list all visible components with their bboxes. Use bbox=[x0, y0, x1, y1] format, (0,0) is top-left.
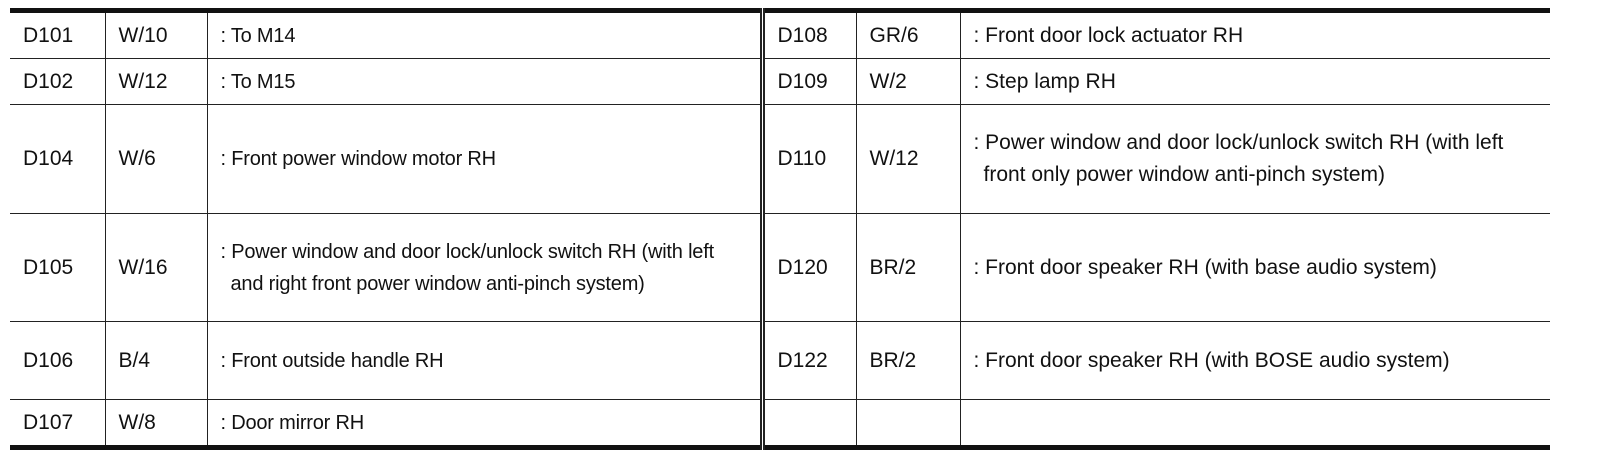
connector-type: W/8 bbox=[104, 399, 208, 448]
connector-description: : Power window and door lock/unlock swit… bbox=[206, 213, 765, 322]
connector-description: : Front door lock actuator RH bbox=[959, 10, 1550, 59]
connector-description: : Front door speaker RH (with BOSE audio… bbox=[959, 321, 1550, 400]
connector-code: D106 bbox=[10, 321, 106, 400]
connector-code: D104 bbox=[10, 104, 106, 214]
connector-description-text: : Power window and door lock/unlock swit… bbox=[973, 131, 1504, 186]
connector-type: W/10 bbox=[104, 10, 208, 59]
connector-description-text: : To M14 bbox=[220, 24, 296, 47]
connector-code: D109 bbox=[761, 58, 857, 105]
connector-type: W/2 bbox=[855, 58, 961, 105]
connector-description-text: : Front door lock actuator RH bbox=[973, 23, 1244, 47]
connector-type: BR/2 bbox=[855, 213, 961, 322]
connector-table: D101 W/10 : To M14 D108 GR/6 : Front doo… bbox=[10, 8, 1550, 450]
connector-type bbox=[855, 399, 961, 448]
connector-description: : Step lamp RH bbox=[959, 58, 1550, 105]
connector-description-text: : Front door speaker RH (with base audio… bbox=[973, 255, 1437, 279]
connector-table-frame: D101 W/10 : To M14 D108 GR/6 : Front doo… bbox=[10, 8, 1550, 450]
connector-description: : Power window and door lock/unlock swit… bbox=[959, 104, 1550, 214]
connector-description: : Front power window motor RH bbox=[206, 104, 765, 214]
connector-code: D101 bbox=[10, 10, 106, 59]
connector-description-text: : To M15 bbox=[220, 70, 296, 93]
connector-code: D108 bbox=[761, 10, 857, 59]
connector-description: : To M15 bbox=[206, 58, 765, 105]
connector-description-text: : Front power window motor RH bbox=[220, 148, 497, 170]
table-row: D107 W/8 : Door mirror RH bbox=[10, 399, 1550, 448]
table-row: D105 W/16 : Power window and door lock/u… bbox=[10, 213, 1550, 322]
connector-description: : To M14 bbox=[206, 10, 765, 59]
connector-type: GR/6 bbox=[855, 10, 961, 59]
connector-description-text: : Front door speaker RH (with BOSE audio… bbox=[973, 348, 1450, 372]
connector-code bbox=[761, 399, 857, 448]
connector-type: BR/2 bbox=[855, 321, 961, 400]
connector-code: D120 bbox=[761, 213, 857, 322]
connector-code: D107 bbox=[10, 399, 106, 448]
table-row: D104 W/6 : Front power window motor RH D… bbox=[10, 104, 1550, 214]
connector-type: W/6 bbox=[104, 104, 208, 214]
connector-code: D122 bbox=[761, 321, 857, 400]
connector-code: D110 bbox=[761, 104, 857, 214]
connector-type: B/4 bbox=[104, 321, 208, 400]
table-row: D101 W/10 : To M14 D108 GR/6 : Front doo… bbox=[10, 10, 1550, 59]
connector-type: W/12 bbox=[104, 58, 208, 105]
connector-description-text: : Step lamp RH bbox=[973, 69, 1116, 93]
connector-code: D102 bbox=[10, 58, 106, 105]
table-row: D106 B/4 : Front outside handle RH D122 … bbox=[10, 321, 1550, 400]
connector-description-text: : Front outside handle RH bbox=[220, 349, 444, 372]
connector-description-text: : Power window and door lock/unlock swit… bbox=[220, 240, 715, 295]
connector-type: W/12 bbox=[855, 104, 961, 214]
connector-description: : Front door speaker RH (with base audio… bbox=[959, 213, 1550, 322]
connector-type: W/16 bbox=[104, 213, 208, 322]
table-row: D102 W/12 : To M15 D109 W/2 : Step lamp … bbox=[10, 58, 1550, 105]
connector-description: : Door mirror RH bbox=[206, 399, 765, 448]
connector-description: : Front outside handle RH bbox=[206, 321, 765, 400]
connector-description bbox=[959, 399, 1550, 448]
connector-description-text: : Door mirror RH bbox=[220, 411, 365, 434]
connector-code: D105 bbox=[10, 213, 106, 322]
